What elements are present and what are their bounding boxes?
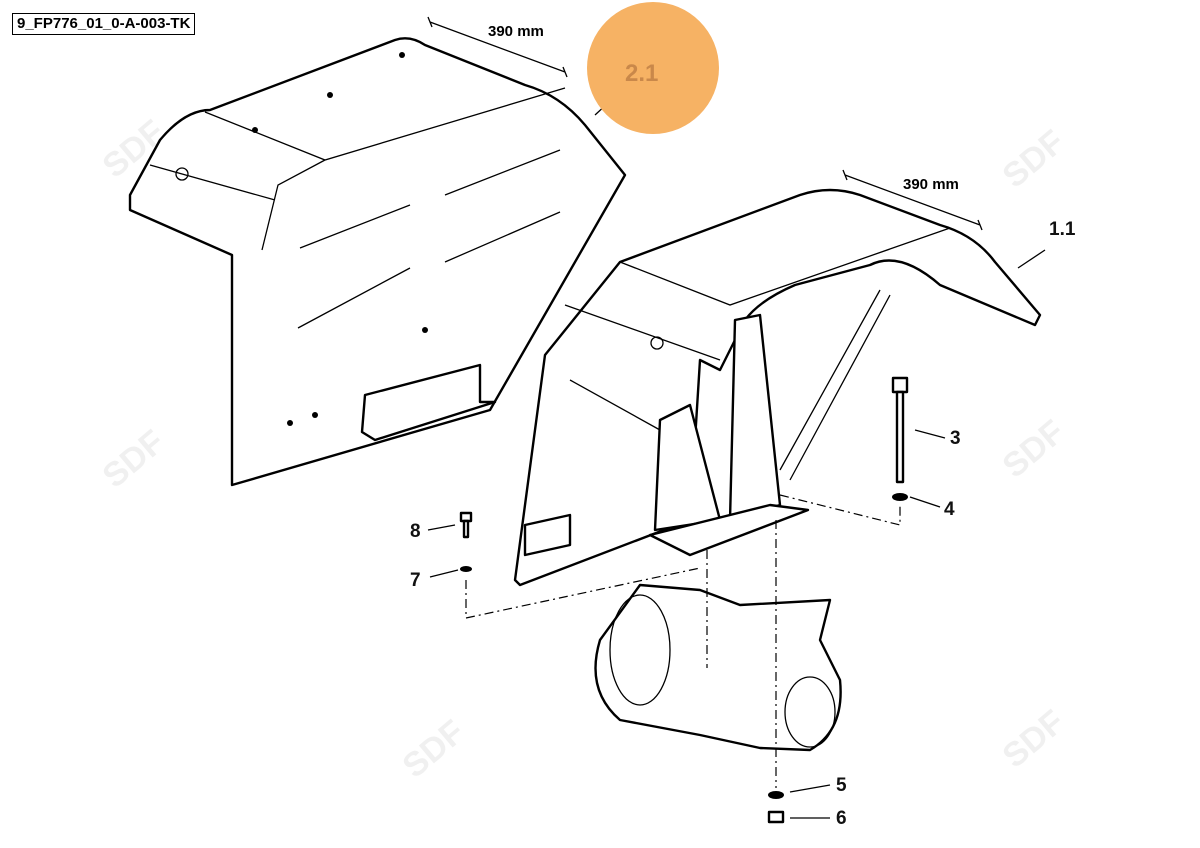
dimension-line-left xyxy=(427,16,568,78)
hotspot-label: 2.1 xyxy=(625,60,659,87)
callout-4[interactable]: 4 xyxy=(944,499,955,520)
hotspot-2-1[interactable]: 2.1 xyxy=(587,2,719,134)
dimension-label-left: 390 mm xyxy=(488,23,544,40)
axle-housing-drawing xyxy=(594,583,842,752)
callout-1-1[interactable]: 1.1 xyxy=(1049,219,1076,240)
callout-6[interactable]: 6 xyxy=(836,808,847,829)
callout-5[interactable]: 5 xyxy=(836,775,847,796)
assembly-lines xyxy=(465,494,901,788)
dimension-label-right: 390 mm xyxy=(903,176,959,193)
callout-7[interactable]: 7 xyxy=(410,570,421,591)
callout-3[interactable]: 3 xyxy=(950,428,961,449)
left-fender-drawing xyxy=(128,37,627,487)
callout-8[interactable]: 8 xyxy=(410,521,421,542)
right-fender-drawing xyxy=(513,188,1042,587)
hardware-drawing xyxy=(459,376,909,824)
dimension-line-right xyxy=(842,169,983,231)
drawing-code-label: 9_FP776_01_0-A-003-TK xyxy=(12,13,196,35)
